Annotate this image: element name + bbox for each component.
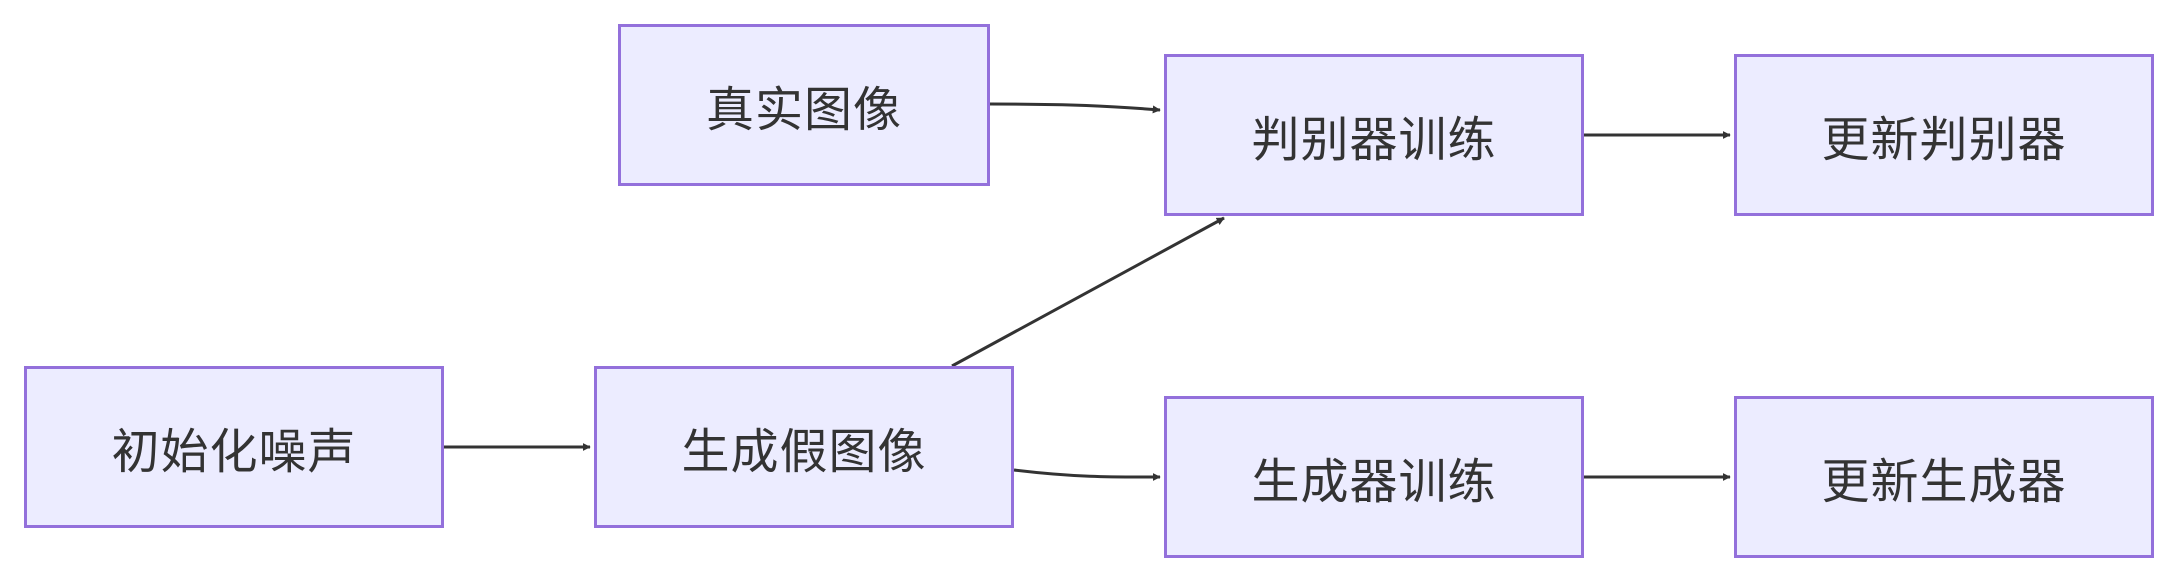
node-label: 生成假图像: [681, 424, 927, 480]
node-label: 生成器训练: [1251, 454, 1497, 510]
edge-real-image-to-disc-train: [989, 102, 1161, 114]
node-label: 真实图像: [705, 82, 902, 138]
node-init-noise: 初始化噪声: [24, 366, 444, 528]
node-real-image: 真实图像: [618, 24, 990, 186]
node-label: 初始化噪声: [111, 424, 357, 480]
node-generator-training: 生成器训练: [1164, 396, 1584, 558]
node-discriminator-training: 判别器训练: [1164, 54, 1584, 216]
node-update-generator: 更新生成器: [1734, 396, 2154, 558]
edge-fake-image-to-gen-train: [1013, 468, 1161, 482]
node-update-discriminator: 更新判别器: [1734, 54, 2154, 216]
node-label: 更新生成器: [1821, 454, 2067, 510]
node-label: 判别器训练: [1251, 112, 1497, 168]
node-fake-image: 生成假图像: [594, 366, 1014, 528]
node-label: 更新判别器: [1821, 112, 2067, 168]
edge-fake-image-to-disc-train: [951, 216, 1225, 368]
